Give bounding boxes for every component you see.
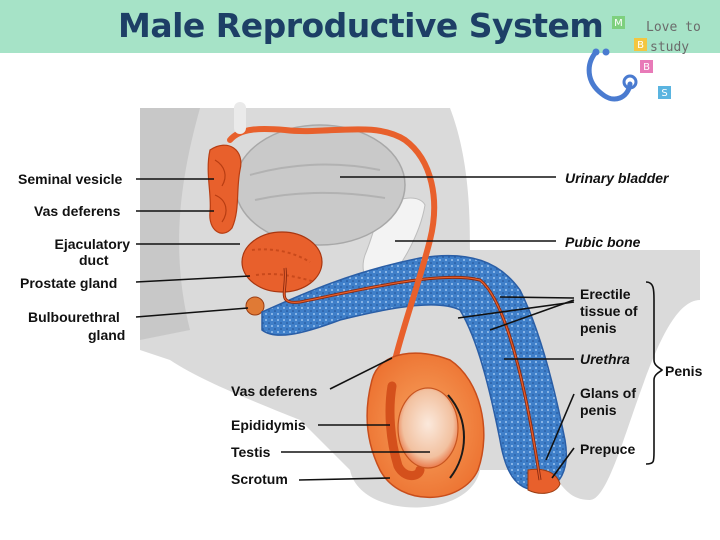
seminal-vesicle-shape	[207, 144, 242, 234]
label-prepuce: Prepuce	[580, 441, 636, 457]
bulbourethral-gland-shape	[245, 296, 265, 316]
logo-text-line1: Love to	[646, 20, 701, 35]
urinary-bladder-shape	[234, 124, 406, 246]
label-erectile-line3: penis	[580, 320, 617, 336]
leader-lines-bottom	[281, 357, 430, 481]
label-epididymis: Epididymis	[231, 417, 306, 433]
label-bulbourethral-line2: gland	[88, 327, 126, 343]
label-ejaculatory-duct-line1: Ejaculatory	[54, 236, 130, 252]
label-urinary-bladder: Urinary bladder	[565, 170, 669, 186]
label-vas-deferens-bottom: Vas deferens	[231, 383, 318, 399]
logo-tile-m	[612, 16, 625, 29]
label-penis: Penis	[665, 363, 703, 379]
prostate-gland-shape	[241, 231, 323, 293]
leader-lines-left	[135, 178, 251, 318]
label-vas-deferens-left: Vas deferens	[34, 203, 121, 219]
logo-text-line2: study	[650, 40, 690, 55]
logo-tile-b2	[640, 60, 653, 73]
logo-tile-s-letter: S	[661, 88, 667, 99]
header-banner	[0, 0, 720, 53]
logo-tile-b2-letter: B	[643, 62, 650, 73]
love-to-study-logo: M B B S Love to study	[582, 12, 712, 112]
label-erectile-line2: tissue of	[580, 303, 638, 319]
logo-tile-b1	[634, 38, 647, 51]
logo-tile-b1-letter: B	[637, 40, 644, 51]
logo-tile-s	[658, 86, 671, 99]
penis-bracket	[645, 281, 664, 465]
label-testis: Testis	[231, 444, 271, 460]
label-pubic-bone: Pubic bone	[565, 234, 641, 250]
label-glans-line1: Glans of	[580, 385, 637, 401]
leader-lines-right	[340, 176, 575, 479]
label-scrotum: Scrotum	[231, 471, 288, 487]
label-ejaculatory-duct-line2: duct	[79, 252, 109, 268]
epididymis-shape	[385, 381, 425, 480]
label-erectile-line1: Erectile	[580, 286, 631, 302]
page-title: Male Reproductive System	[118, 6, 604, 45]
stethoscope-icon: M B B S	[586, 16, 671, 102]
vas-deferens-tube	[227, 126, 438, 363]
label-bulbourethral-line1: Bulbourethral	[28, 309, 120, 325]
posterior-tissue	[140, 108, 200, 340]
label-prostate-gland: Prostate gland	[20, 275, 118, 291]
label-urethra: Urethra	[580, 351, 630, 367]
label-glans-line2: penis	[580, 402, 617, 418]
logo-tile-m-letter: M	[614, 18, 623, 29]
testis-shape	[397, 387, 459, 469]
label-seminal-vesicle: Seminal vesicle	[18, 171, 123, 187]
